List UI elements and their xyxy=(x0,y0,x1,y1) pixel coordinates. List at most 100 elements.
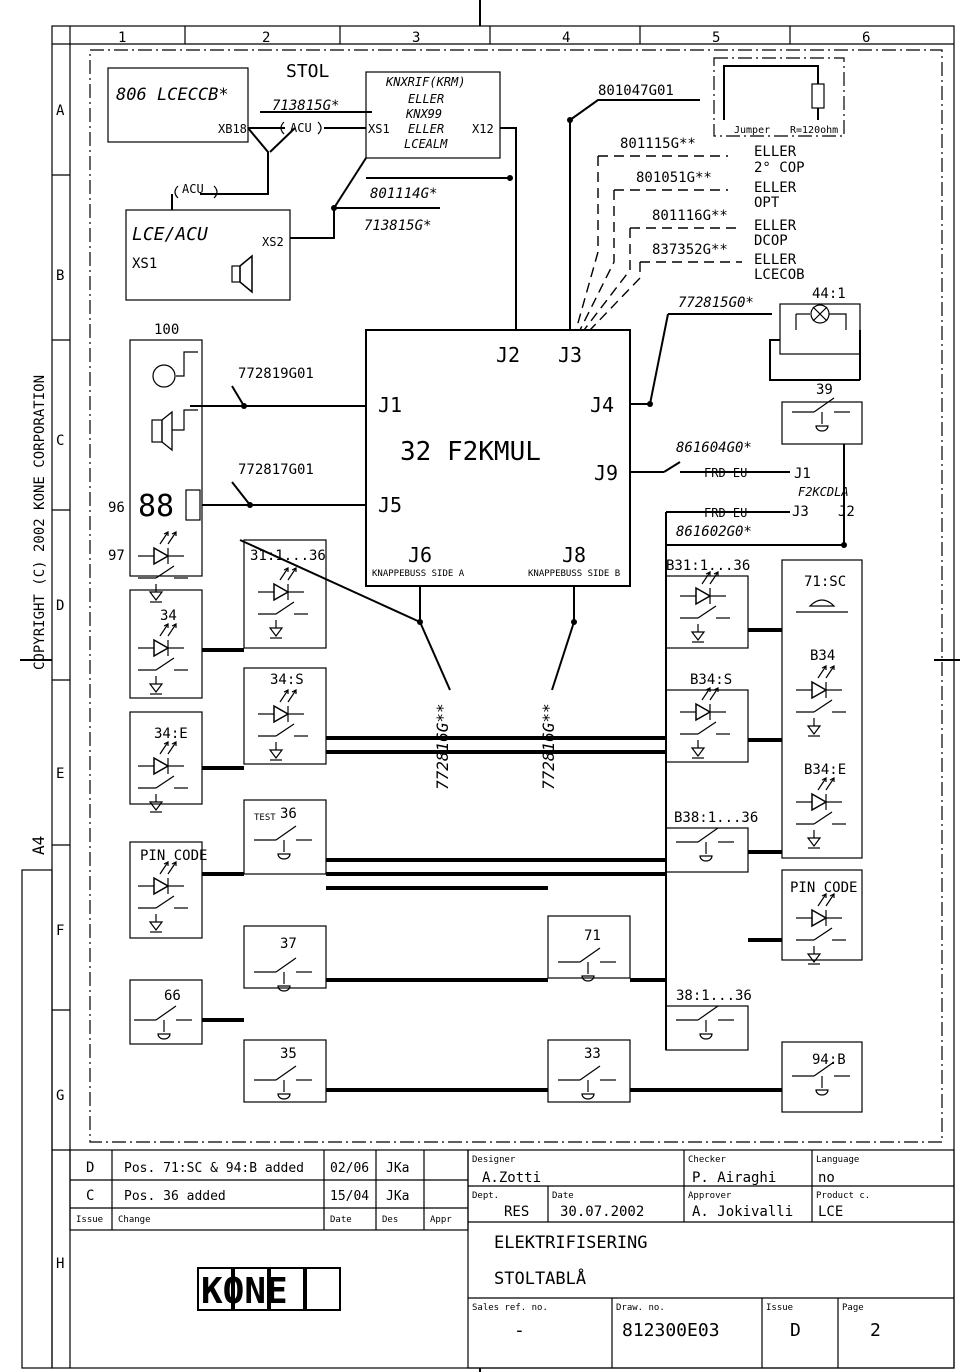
xs2-label: XS2 xyxy=(262,235,284,249)
label-36: 36 xyxy=(280,806,297,822)
option-lcecob: LCECOB xyxy=(754,267,805,283)
checker-label: Checker xyxy=(688,1155,727,1165)
rev-d-issue: D xyxy=(86,1160,94,1176)
dept-value: RES xyxy=(504,1204,529,1220)
col-1: 1 xyxy=(118,30,126,46)
side-b-label: KNAPPEBUSS SIDE B xyxy=(528,569,620,579)
x12-label: X12 xyxy=(472,122,494,136)
format-label: A4 xyxy=(29,836,48,855)
acu-label-top: ACU xyxy=(290,121,312,135)
page-label: Page xyxy=(842,1303,864,1313)
cable-861604: 861604G0* xyxy=(676,440,752,456)
cdla-j1: J1 xyxy=(794,466,811,482)
button-35-icon xyxy=(253,1065,313,1100)
option-opt: OPT xyxy=(754,195,780,211)
col-3: 3 xyxy=(412,30,420,46)
f2kcdla-label: F2KCDLA xyxy=(798,485,849,499)
label-b34s: B34:S xyxy=(690,672,732,688)
lcecb-box xyxy=(107,67,249,143)
rev-c-issue: C xyxy=(86,1188,94,1204)
indicator-pin-left-icon xyxy=(137,861,189,933)
xs1-top-label: XS1 xyxy=(368,122,390,136)
kone-logo-text: KONE xyxy=(201,1271,288,1312)
rev-header-change: Change xyxy=(118,1215,151,1225)
indicator-b31-icon xyxy=(679,571,731,643)
xs1-left-label: XS1 xyxy=(132,256,157,272)
indicator-b34-icon xyxy=(795,665,847,737)
rev-d-des: JKa xyxy=(386,1161,409,1176)
buzzer-icon xyxy=(152,364,176,388)
label-66: 66 xyxy=(164,988,181,1004)
rev-c-date: 15/04 xyxy=(330,1189,369,1204)
issue-label: Issue xyxy=(766,1303,793,1313)
row-a: A xyxy=(56,103,65,119)
eller-4: ELLER xyxy=(754,252,797,268)
indicator-34-icon xyxy=(137,623,189,695)
rev-d-date: 02/06 xyxy=(330,1161,369,1176)
rev-c-change: Pos. 36 added xyxy=(124,1189,226,1204)
col-5: 5 xyxy=(712,30,720,46)
cable-801116: 801116G** xyxy=(652,208,728,224)
col-4: 4 xyxy=(562,30,570,46)
cable-772816-b: 772816G** xyxy=(539,703,558,790)
rev-header-des: Des xyxy=(382,1215,398,1225)
eller-2: ELLER xyxy=(754,180,797,196)
board-title: 32 F2KMUL xyxy=(400,437,541,467)
indicator-31-icon xyxy=(257,567,309,639)
kone-logo: KONE xyxy=(197,1267,341,1312)
knx-line-2: ELLER xyxy=(408,92,444,106)
cable-772817: 772817G01 xyxy=(238,462,314,478)
checker-value: P. Airaghi xyxy=(692,1170,776,1186)
rev-header-issue: Issue xyxy=(76,1215,103,1225)
connector-j1: J1 xyxy=(378,393,402,417)
draw-no-value: 812300E03 xyxy=(622,1320,720,1341)
label-71: 71 xyxy=(584,928,601,944)
button-36-icon xyxy=(253,825,313,860)
eller-3: ELLER xyxy=(754,218,797,234)
title-line-1: ELEKTRIFISERING xyxy=(494,1233,648,1253)
label-94b: 94:B xyxy=(812,1052,846,1068)
connector-j5: J5 xyxy=(378,493,402,517)
date-label: Date xyxy=(552,1191,574,1201)
knx-line-1: KNXRIF(KRM) xyxy=(385,75,465,89)
xb18-label: XB18 xyxy=(218,122,247,136)
product-value: LCE xyxy=(818,1204,843,1220)
row-h: H xyxy=(56,1256,64,1272)
approver-label: Approver xyxy=(688,1191,732,1201)
button-39-icon xyxy=(791,397,851,432)
cable-772816-a: 772816G** xyxy=(433,703,452,790)
issue-value: D xyxy=(790,1320,801,1341)
side-a-label: KNAPPEBUSS SIDE A xyxy=(372,569,465,579)
resistor-icon xyxy=(811,83,825,109)
label-38: 38:1...36 xyxy=(676,988,752,1004)
page-value: 2 xyxy=(870,1320,881,1341)
label-34e: 34:E xyxy=(154,726,188,742)
designer-value: A.Zotti xyxy=(482,1170,541,1186)
row-e: E xyxy=(56,766,64,782)
approver-value: A. Jokivalli xyxy=(692,1204,793,1220)
cdla-j2: J2 xyxy=(838,504,855,520)
rev-c-des: JKa xyxy=(386,1189,409,1204)
lce-acu-label: LCE/ACU xyxy=(132,224,208,245)
language-label: Language xyxy=(816,1155,859,1165)
button-38-icon xyxy=(675,1005,735,1040)
cable-772819: 772819G01 xyxy=(238,366,314,382)
label-37: 37 xyxy=(280,936,297,952)
cable-801114: 801114G* xyxy=(370,186,437,202)
resistor-label: R=120ohm xyxy=(790,125,838,136)
cable-837352: 837352G** xyxy=(652,242,728,258)
cable-713815-mid: 713815G* xyxy=(364,218,431,234)
test-label: TEST xyxy=(254,813,276,823)
siren-icon xyxy=(808,599,836,607)
col-2: 2 xyxy=(262,30,270,46)
lamp-44-1-label: 44:1 xyxy=(812,286,846,302)
label-35: 35 xyxy=(280,1046,297,1062)
knx-line-3: KNX99 xyxy=(405,107,442,121)
language-value: no xyxy=(818,1170,835,1186)
cable-772815: 772815G0* xyxy=(678,295,754,311)
button-71-icon xyxy=(557,947,617,982)
knx-box xyxy=(365,71,501,159)
connector-j3: J3 xyxy=(558,343,582,367)
row-b: B xyxy=(56,268,64,284)
